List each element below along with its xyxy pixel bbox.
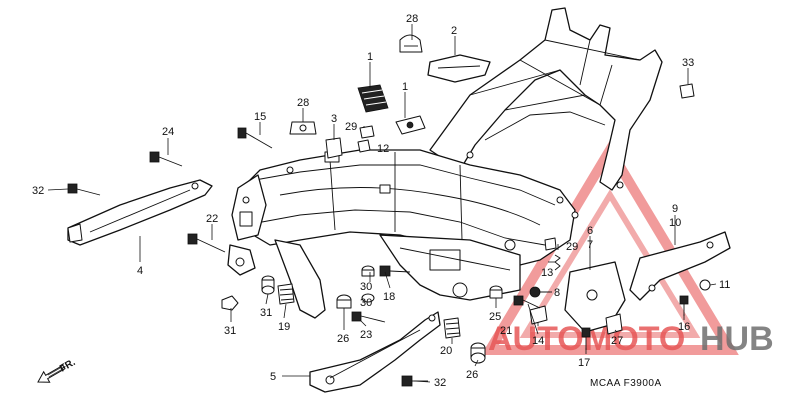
part-label: 26 xyxy=(466,369,478,381)
spring-collar-20 xyxy=(443,317,461,339)
part-label: 9 xyxy=(672,203,678,215)
part-label: 26 xyxy=(337,333,349,345)
part-label: 18 xyxy=(383,291,395,303)
bolt-32-left xyxy=(67,183,101,196)
part-label: 12 xyxy=(377,143,389,155)
diagram-code: MCAA F3900A xyxy=(590,378,662,389)
collar-30b xyxy=(361,293,375,303)
clip-29-right xyxy=(544,237,557,251)
bolt-17 xyxy=(581,327,591,350)
part-label: 2 xyxy=(451,25,457,37)
plate-6-7 xyxy=(564,261,626,333)
spring-13 xyxy=(554,254,561,271)
bolt-14 xyxy=(513,295,541,309)
leader-lines xyxy=(47,24,717,383)
main-frame xyxy=(227,7,663,319)
part-label: 20 xyxy=(440,345,452,357)
part-label: 16 xyxy=(678,321,690,333)
bolt-23 xyxy=(351,311,386,323)
nut-31a xyxy=(221,295,239,311)
front-bracket-4 xyxy=(67,179,213,246)
part-label: 10 xyxy=(669,217,681,229)
part-label: 11 xyxy=(719,279,730,291)
front-direction-label: FR. xyxy=(58,357,78,375)
watermark-brand-c: HUB xyxy=(700,320,774,358)
bolt-18 xyxy=(379,265,411,277)
part-label: 31 xyxy=(260,307,272,319)
part-label: 33 xyxy=(682,57,694,69)
front-arrow-icon xyxy=(37,364,66,383)
part-label: 27 xyxy=(611,335,623,347)
part-label: 3 xyxy=(331,113,337,125)
part-label: 30 xyxy=(360,281,372,293)
part-label: 28 xyxy=(406,13,418,25)
part-label: 19 xyxy=(278,321,290,333)
clip-12 xyxy=(357,139,371,153)
part-label: 4 xyxy=(137,265,143,277)
bracket-2 xyxy=(427,54,491,83)
part-label: 28 xyxy=(297,97,309,109)
part-label: 29 xyxy=(345,121,357,133)
rubber-pad-1b xyxy=(395,115,426,135)
bolt-15 xyxy=(237,127,273,149)
nut-11 xyxy=(699,279,711,291)
part-label: 25 xyxy=(489,311,501,323)
part-label: 14 xyxy=(532,335,544,347)
part-label: 22 xyxy=(206,213,218,225)
rubber-pad-1a xyxy=(357,84,389,113)
part-label: 15 xyxy=(254,111,266,123)
clamp-3 xyxy=(325,137,343,159)
clip-29 xyxy=(359,125,375,139)
part-label: 1 xyxy=(367,51,373,63)
bolt-22 xyxy=(187,233,226,253)
part-27 xyxy=(605,313,623,335)
part-label: 32 xyxy=(434,377,446,389)
collar-31b xyxy=(261,275,275,295)
part-label: 30 xyxy=(360,297,372,309)
part-label: 17 xyxy=(578,357,590,369)
spring-collar-19 xyxy=(277,283,295,305)
part-label: 31 xyxy=(224,325,236,337)
part-label: 29 xyxy=(566,241,578,253)
cap-33 xyxy=(679,83,695,99)
part-label: 1 xyxy=(402,81,408,93)
lower-bracket-5 xyxy=(309,311,441,393)
bolt-24 xyxy=(149,151,183,167)
collar-30a xyxy=(361,265,375,277)
rear-bracket-9-10 xyxy=(629,231,731,301)
part-label: 24 xyxy=(162,126,174,138)
collar-26b xyxy=(470,342,486,364)
collar-25 xyxy=(489,285,503,299)
part-label: 32 xyxy=(32,185,44,197)
part-label: 23 xyxy=(360,329,372,341)
part-label: 5 xyxy=(270,371,276,383)
spacer-21 xyxy=(529,305,548,325)
front-direction-indicator: FR. xyxy=(37,357,78,383)
part-label: 13 xyxy=(541,267,553,279)
part-labels: 28 2 33 1 1 28 3 15 29 12 24 32 22 4 9 1… xyxy=(32,13,730,389)
part-label: 8 xyxy=(554,287,560,299)
clip-28-left xyxy=(289,121,317,135)
part-label: 6 xyxy=(587,225,593,237)
collar-26a xyxy=(336,294,352,309)
part-label: 7 xyxy=(587,239,593,251)
part-label: 21 xyxy=(500,325,512,337)
clip-28-top xyxy=(399,34,423,53)
